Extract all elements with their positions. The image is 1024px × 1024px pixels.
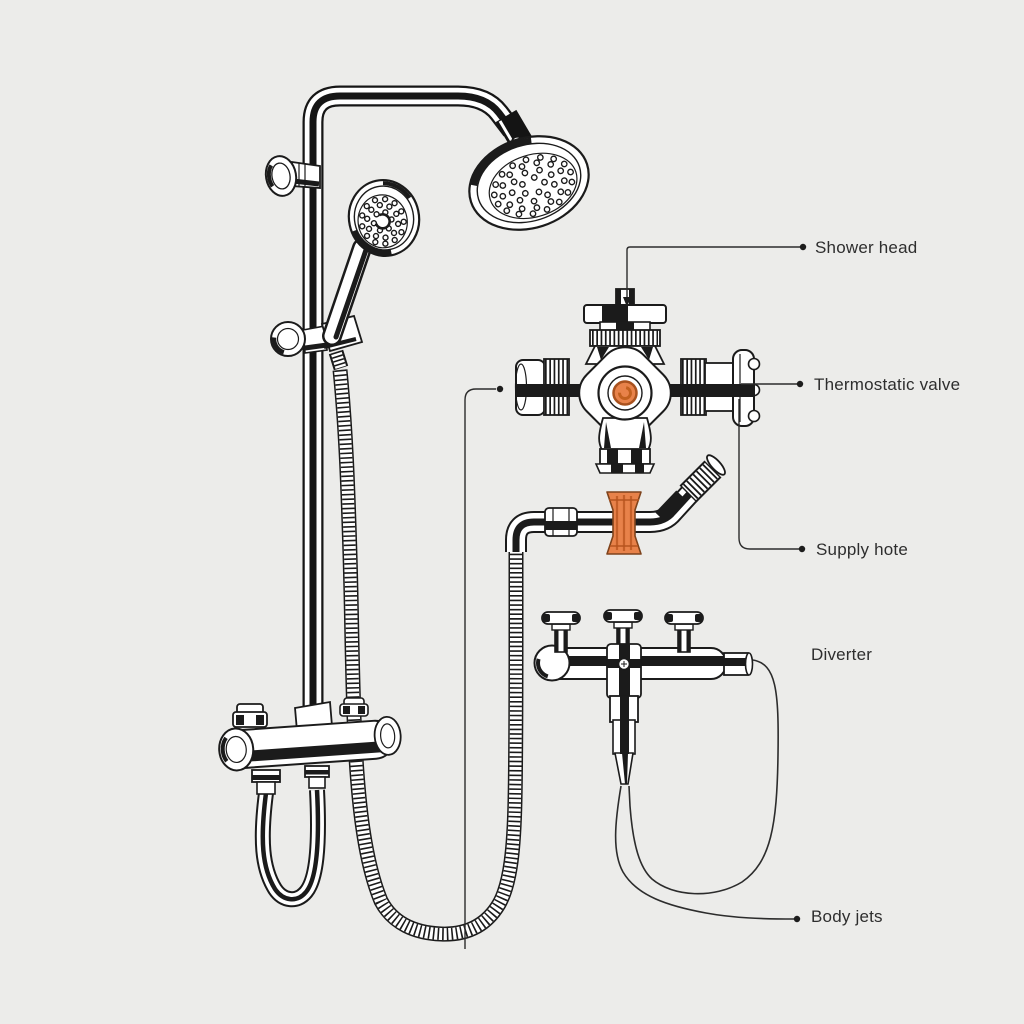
mixer-knob-left — [232, 703, 268, 728]
handheld-nozzles — [358, 195, 407, 247]
leader-supply-hose — [738, 399, 799, 550]
wall-bracket — [264, 155, 321, 197]
body-jet-hose-2 — [614, 785, 795, 920]
mixer-outlet-left — [251, 769, 281, 795]
supply-pipe — [516, 454, 726, 555]
label-diverter: Diverter — [811, 645, 873, 664]
handheld-handle — [322, 238, 372, 346]
label-body-jets: Body jets — [811, 907, 883, 926]
mixer-knob-right — [339, 697, 369, 717]
leader-lines — [464, 246, 801, 949]
mixer-outlet-right — [304, 765, 330, 789]
leader-thermostatic-left — [464, 388, 496, 949]
diverter-spout — [609, 695, 639, 785]
hose-connector — [679, 454, 726, 503]
handheld-shower-head — [347, 179, 421, 257]
leader-dots — [496, 243, 807, 923]
shower-hose — [340, 370, 516, 934]
diverter-knob-3 — [664, 611, 704, 653]
label-thermostatic-valve: Thermostatic valve — [814, 375, 961, 394]
overhead-shower-head — [468, 135, 590, 231]
thermostatic-valve-component — [514, 288, 761, 474]
diverter-knob-2 — [603, 609, 643, 651]
leader-shower-head — [626, 246, 801, 304]
mixer-u-hose — [263, 790, 318, 899]
diverter-knob-1 — [541, 611, 581, 653]
label-supply-hose: Supply hote — [816, 540, 908, 559]
temperature-dial — [612, 380, 638, 406]
mixer-valve-bar — [218, 697, 402, 795]
leader-arrow-tick — [623, 297, 631, 307]
label-shower-head: Shower head — [815, 238, 918, 257]
diverter-component — [533, 609, 795, 920]
body-jet-hose — [628, 659, 779, 895]
overhead-nozzles — [490, 154, 576, 218]
orange-clamp — [606, 491, 642, 555]
